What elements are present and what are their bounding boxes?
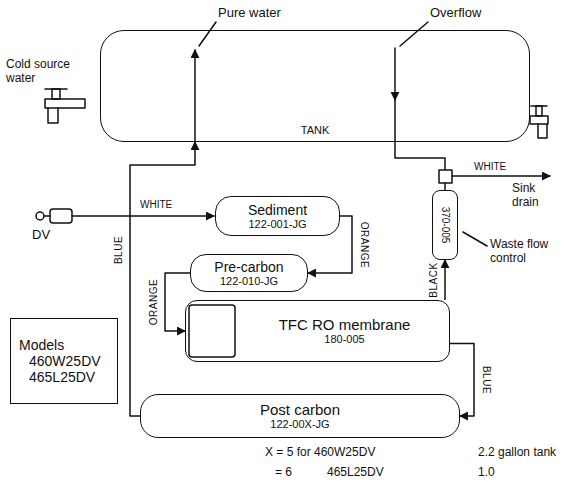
tube-color: ORANGE — [359, 221, 370, 269]
pure-water-tube — [194, 50, 196, 142]
tube-color: ORANGE — [148, 278, 159, 326]
part-number: 122-001-JG — [248, 218, 306, 231]
tube-color: BLACK — [428, 261, 439, 298]
tube-connector — [444, 260, 446, 300]
tube-connector — [308, 216, 352, 273]
overflow-tube — [394, 48, 396, 100]
tube-color: WHITE — [474, 161, 506, 173]
part-number: 122-010-JG — [220, 275, 278, 288]
tube-connector — [130, 142, 195, 416]
overflow-tube — [395, 100, 445, 170]
tank-faucet-handle — [536, 106, 542, 116]
tube-color: WHITE — [140, 199, 172, 211]
part-name: 370-005 — [439, 207, 451, 244]
sediment-filter: Sediment122-001-JG — [215, 196, 340, 236]
leader-line — [400, 22, 428, 46]
diverter-valve — [50, 209, 72, 223]
part-number: 122-00X-JG — [270, 418, 329, 431]
part-name: Sediment — [248, 202, 307, 218]
part-label: Sink drain — [512, 182, 552, 210]
tube-connector — [450, 343, 474, 416]
part-label: Waste flow control — [490, 238, 570, 266]
waste-tube — [444, 183, 446, 190]
faucet-handle — [52, 89, 60, 99]
tank-faucet-spout — [538, 124, 547, 138]
part-number: 460W25DV 465L25DV — [29, 353, 109, 385]
note: 2.2 gallon tank — [478, 446, 556, 460]
pre-carbon-filter: Pre-carbon122-010-JG — [190, 254, 308, 292]
tank-faucet-handle — [531, 105, 547, 107]
part-name: Pre-carbon — [214, 259, 283, 275]
supply-tube — [72, 215, 214, 217]
valve-label: DV — [32, 228, 50, 243]
leader-line — [463, 232, 487, 246]
note: 1.0 — [478, 466, 495, 480]
valve-knob — [36, 212, 44, 220]
part-number: 180-005 — [324, 333, 364, 346]
models-box: Models460W25DV 465L25DV — [10, 318, 118, 404]
faucet-pipe — [45, 99, 85, 108]
part-name: Post carbon — [260, 401, 340, 418]
part-name: TFC RO membrane — [279, 316, 411, 333]
note: = 6 — [275, 466, 292, 480]
leader-line — [199, 22, 216, 46]
note: 465L25DV — [327, 466, 384, 480]
post-carbon-filter: Post carbon122-00X-JG — [140, 394, 460, 438]
part-name: TANK — [301, 124, 330, 137]
membrane-housing-cap — [189, 305, 235, 357]
tube-color: BLUE — [113, 235, 124, 265]
tee-fitting — [439, 170, 452, 183]
part-name: Models — [19, 337, 64, 353]
ro-membrane: TFC RO membrane180-005 — [185, 300, 450, 362]
tube-color: BLUE — [481, 365, 492, 395]
waste-flow-control: 370-005 — [432, 190, 458, 260]
valve-stem — [44, 215, 50, 217]
note: X = 5 for 460W25DV — [265, 446, 375, 460]
faucet-spout — [48, 108, 58, 123]
tank: TANK — [100, 30, 530, 142]
faucet-handle — [45, 88, 67, 90]
part-label: Pure water — [218, 6, 281, 21]
tube-connector — [165, 273, 190, 331]
tank-faucet — [530, 116, 548, 124]
part-label: Overflow — [430, 6, 481, 21]
drain-tube — [452, 175, 550, 177]
part-label: Cold source water — [6, 58, 88, 86]
